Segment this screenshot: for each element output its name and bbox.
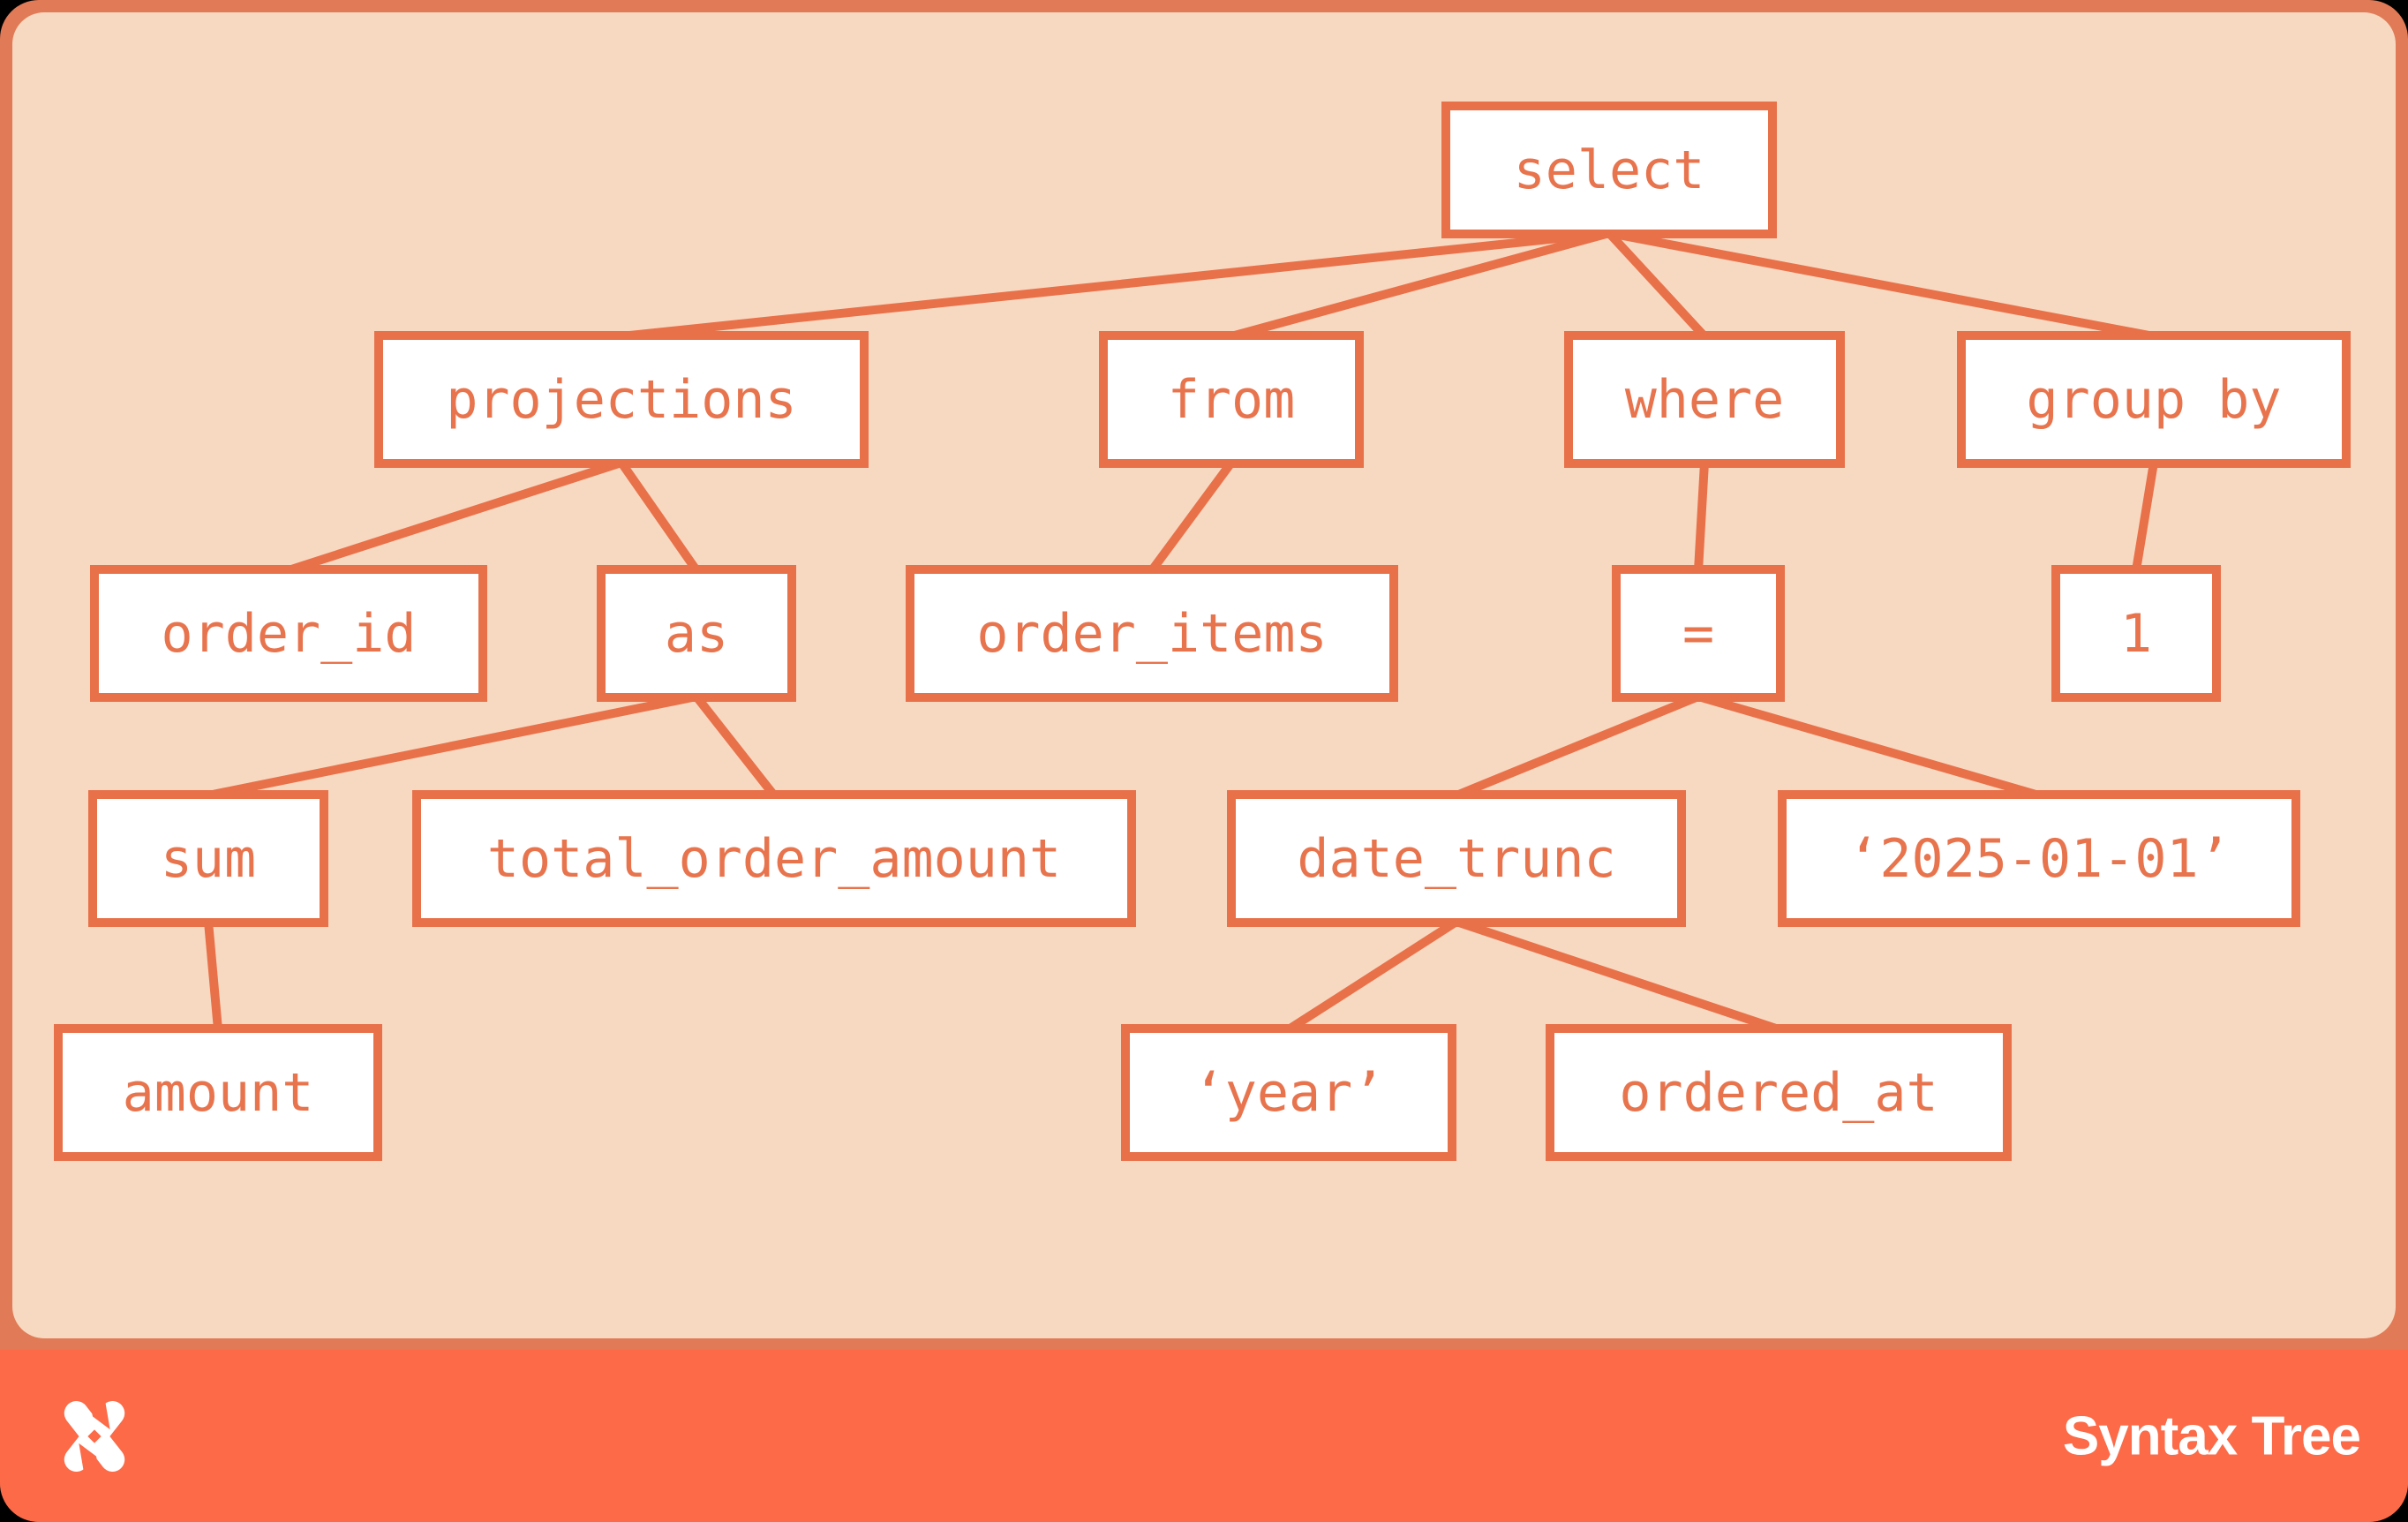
tree-node-date_literal: ‘2025-01-01’ [1778, 790, 2300, 927]
tree-node-label: sum [160, 827, 257, 890]
tree-node-select: select [1441, 102, 1777, 238]
tree-node-label: order_items [976, 602, 1328, 665]
tree-node-one: 1 [2051, 565, 2221, 702]
tree-node-from: from [1099, 331, 1364, 468]
tree-node-label: total_order_amount [486, 827, 1062, 890]
tree-node-projections: projections [374, 331, 869, 468]
tree-node-total_order_amount: total_order_amount [412, 790, 1136, 927]
tree-node-group_by: group by [1957, 331, 2351, 468]
tree-node-sum: sum [88, 790, 328, 927]
tree-node-label: date_trunc [1297, 827, 1616, 890]
tree-node-order_id: order_id [90, 565, 487, 702]
tree-node-label: where [1624, 368, 1785, 431]
tree-node-order_items: order_items [906, 565, 1398, 702]
tree-node-label: = [1682, 602, 1715, 665]
tree-node-label: ‘year’ [1193, 1061, 1385, 1124]
footer-bar: Syntax Tree [0, 1350, 2408, 1522]
tree-node-ordered_at: ordered_at [1546, 1024, 2012, 1161]
tree-node-label: 1 [2119, 602, 2153, 665]
tree-node-eq: = [1612, 565, 1785, 702]
tree-node-label: group by [2026, 368, 2282, 431]
footer-brand: Syntax Tree [2062, 1405, 2361, 1466]
dagster-logo-icon [64, 1392, 125, 1480]
tree-node-label: from [1167, 368, 1296, 431]
tree-node-year_literal: ‘year’ [1121, 1024, 1456, 1161]
tree-node-label: as [664, 602, 729, 665]
tree-node-as: as [597, 565, 796, 702]
tree-node-label: projections [446, 368, 797, 431]
tree-node-date_trunc: date_trunc [1227, 790, 1686, 927]
tree-node-label: amount [122, 1061, 314, 1124]
tree-node-label: ‘2025-01-01’ [1847, 827, 2231, 890]
tree-node-label: select [1513, 139, 1705, 201]
tree-node-label: ordered_at [1619, 1061, 1938, 1124]
tree-node-amount: amount [54, 1024, 382, 1161]
tree-node-label: order_id [161, 602, 417, 665]
tree-node-where: where [1564, 331, 1845, 468]
